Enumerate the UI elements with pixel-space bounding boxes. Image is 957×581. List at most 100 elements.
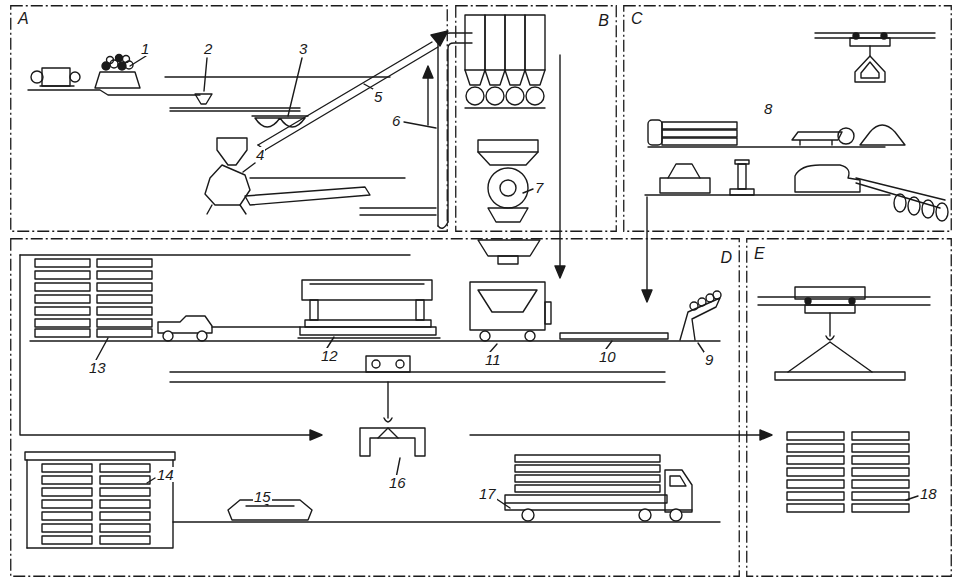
callout-number: 4 <box>255 147 265 162</box>
production-hall <box>42 464 92 472</box>
production-hall <box>665 470 692 512</box>
production-hall <box>372 360 380 368</box>
silo-group <box>525 70 545 85</box>
storage-yard <box>805 305 855 313</box>
zone-area: C <box>623 5 952 232</box>
storage-yard <box>852 456 909 464</box>
leader-lines <box>288 58 302 116</box>
storage-yard <box>826 336 834 340</box>
reinforcement-shop <box>908 197 920 215</box>
production-hall <box>505 495 667 503</box>
production-hall <box>20 254 410 255</box>
production-hall <box>35 307 90 315</box>
production-hall <box>100 500 150 508</box>
leader-lines <box>606 341 612 349</box>
zone-letter: D <box>720 250 732 266</box>
production-hall <box>378 428 398 438</box>
production-hall <box>100 536 150 544</box>
production-hall <box>505 503 692 510</box>
reinforcement-shop <box>642 290 652 302</box>
reinforcement-shop <box>738 164 746 189</box>
leader-lines <box>490 344 497 352</box>
production-hall <box>639 509 651 521</box>
raw-material-line <box>107 57 114 64</box>
callout-number: 8 <box>763 101 773 116</box>
storage-yard <box>787 504 844 512</box>
storage-yard <box>852 432 909 440</box>
production-hall <box>713 291 721 299</box>
production-hall <box>100 512 150 520</box>
zone-area: D <box>10 238 740 577</box>
reinforcement-shop <box>838 128 854 144</box>
production-hall <box>515 465 660 472</box>
zone-area: A <box>10 5 448 232</box>
zone-letter: B <box>598 13 609 29</box>
storage-yard <box>852 444 909 452</box>
silo-group <box>478 152 538 165</box>
storage-yard <box>787 480 844 488</box>
reinforcement-shop <box>855 56 885 82</box>
production-hall <box>387 382 388 418</box>
production-hall <box>35 329 90 337</box>
leader-lines <box>204 58 207 91</box>
callout-number: 13 <box>88 360 107 375</box>
raw-material-line <box>427 76 428 125</box>
callout-number: 11 <box>484 352 502 367</box>
production-hall <box>680 298 720 340</box>
raw-material-line <box>123 56 130 63</box>
production-hall <box>27 460 173 548</box>
reinforcement-shop <box>646 197 647 292</box>
silo-group <box>559 55 560 268</box>
reinforcement-shop <box>730 189 754 195</box>
silo-group <box>465 70 485 85</box>
production-hall <box>100 464 150 472</box>
production-hall <box>20 255 312 435</box>
callout-number: 5 <box>373 89 383 104</box>
production-hall <box>35 319 90 327</box>
production-hall <box>515 475 660 482</box>
production-hall <box>97 319 152 327</box>
storage-yard <box>849 298 855 304</box>
storage-yard <box>758 297 930 305</box>
callout-number: 12 <box>320 348 339 363</box>
production-hall <box>170 372 665 382</box>
production-hall <box>197 331 207 341</box>
reinforcement-shop <box>662 138 737 145</box>
zone-letter: C <box>631 11 643 27</box>
production-hall <box>545 302 551 324</box>
reinforcement-shop <box>668 164 700 178</box>
raw-material-line <box>70 72 80 82</box>
leader-lines <box>96 56 918 508</box>
reinforcement-shop <box>860 125 905 145</box>
leader-lines <box>130 56 146 66</box>
raw-material-line <box>165 76 390 77</box>
production-hall <box>97 271 152 279</box>
production-hall <box>25 452 175 460</box>
production-hall <box>35 283 90 291</box>
storage-yard <box>787 456 844 464</box>
raw-material-line <box>42 68 70 86</box>
production-hall <box>478 290 537 312</box>
production-hall <box>310 283 424 284</box>
storage-yard <box>788 342 872 372</box>
raw-material-line <box>255 118 305 127</box>
production-hall <box>100 524 150 532</box>
storage-yard <box>829 313 830 336</box>
leader-lines <box>96 338 108 360</box>
zone-border <box>10 238 740 577</box>
zone-area: E <box>746 238 952 577</box>
production-hall <box>525 331 535 341</box>
production-hall <box>560 333 668 339</box>
production-hall <box>396 360 404 368</box>
silo-group <box>478 240 540 256</box>
silo-group <box>466 87 484 105</box>
reinforcement-shop <box>853 33 859 39</box>
production-hall <box>97 295 152 303</box>
silo-group <box>526 87 544 105</box>
reinforcement-shop <box>648 146 885 147</box>
reinforcement-shop <box>648 120 662 145</box>
silo-group <box>485 70 505 85</box>
callout-number: 15 <box>253 489 272 504</box>
callout-number: 10 <box>598 349 617 364</box>
silo-group <box>478 140 538 152</box>
